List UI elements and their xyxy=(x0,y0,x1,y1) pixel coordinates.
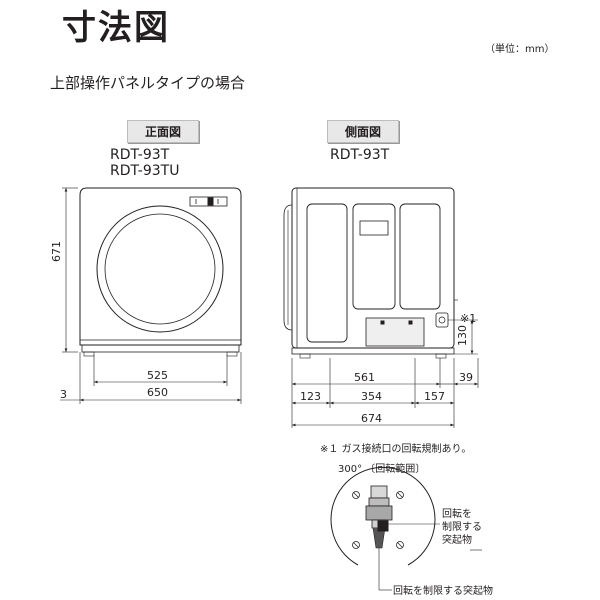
side-view-label: 側面図 xyxy=(327,120,399,143)
side-model: RDT-93T xyxy=(330,147,390,163)
front-inner-width-dim: 525 xyxy=(147,369,168,382)
side-panel-left xyxy=(306,203,348,343)
protrusion-label-right: 回転を 制限する 突起物 xyxy=(442,509,482,546)
subtitle: 上部操作パネルタイプの場合 xyxy=(50,74,246,92)
side-view-drawing xyxy=(283,187,458,359)
side-mark: ※1 xyxy=(460,312,477,325)
side-mid-dim: 354 xyxy=(361,390,382,403)
front-base xyxy=(81,344,240,353)
side-rear-dim: 39 xyxy=(459,371,473,384)
unit-note: （単位：mm） xyxy=(485,44,555,55)
front-offset-dim: 3 xyxy=(60,388,67,401)
front-view-drawing xyxy=(79,187,242,357)
front-model-1: RDT-93T xyxy=(110,147,170,163)
front-view-label: 正面図 xyxy=(127,120,199,143)
side-panel-center xyxy=(352,203,396,310)
front-body-outline xyxy=(79,187,242,346)
rotation-detail-drawing xyxy=(330,466,482,591)
rotation-range-arc xyxy=(330,466,436,566)
side-dimension-lines xyxy=(291,319,479,428)
control-panel xyxy=(189,196,228,207)
door-outer-ring xyxy=(96,205,224,333)
door-glass xyxy=(104,213,216,325)
door-profile xyxy=(283,204,293,331)
side-gas-height-dim: 130 xyxy=(456,325,469,346)
gas-rotation-note: ※１ ガス接続口の回転規制あり。 xyxy=(320,444,472,455)
front-height-dim: 671 xyxy=(50,241,63,262)
front-width-dim: 650 xyxy=(147,386,168,399)
rotation-stop-protrusion xyxy=(377,520,389,532)
side-lower-box xyxy=(365,317,425,347)
front-dimension-lines xyxy=(60,187,242,404)
protrusion-label-bottom: 回転を制限する突起物 xyxy=(393,586,493,597)
front-model-2: RDT-93TU xyxy=(110,163,180,179)
side-base-dim: 561 xyxy=(354,371,375,384)
side-label-plate xyxy=(359,220,389,236)
rotation-range-label: 300° 〔回転範囲〕 xyxy=(338,464,426,475)
side-right-dim: 157 xyxy=(424,390,445,403)
side-left-dim: 123 xyxy=(300,390,321,403)
side-depth-dim: 674 xyxy=(361,412,382,425)
side-panel-right xyxy=(399,203,441,310)
connector-fitting xyxy=(370,485,388,499)
page-title: 寸法図 xyxy=(62,8,170,48)
